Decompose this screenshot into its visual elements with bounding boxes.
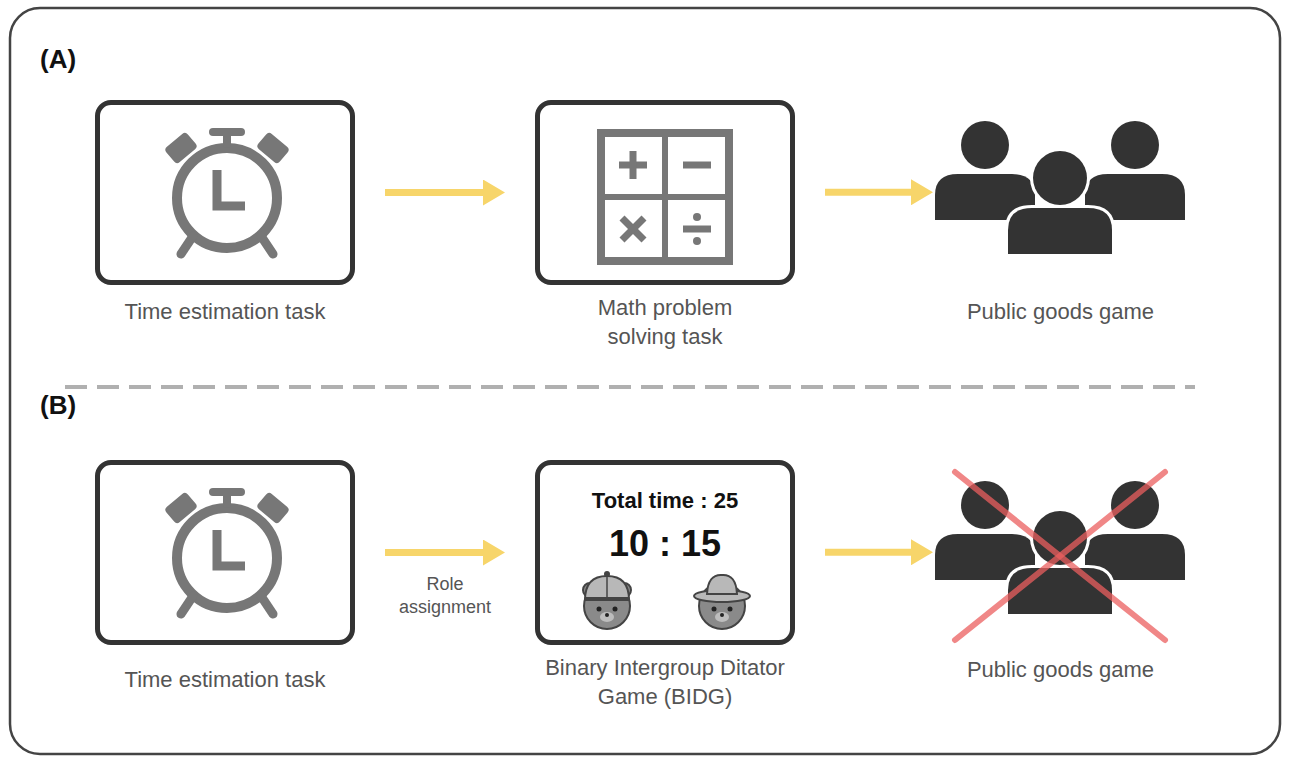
flow-arrow — [385, 189, 483, 196]
node-caption: Time estimation task — [95, 666, 355, 695]
task-box: Time estimation task — [95, 460, 355, 645]
outer-frame — [10, 8, 1280, 754]
node-caption: Public goods game — [941, 656, 1181, 685]
divider-line — [65, 385, 1195, 389]
node-caption: Math problem solving task — [575, 294, 755, 351]
people-icon — [935, 121, 1185, 254]
clock-icon — [164, 131, 290, 254]
panel-label: (A) — [40, 44, 76, 75]
edge-label: Role assignment — [390, 573, 500, 620]
flow-arrow — [385, 549, 483, 556]
flow-arrow — [825, 549, 911, 556]
flow-arrow — [825, 189, 911, 196]
task-box: Time estimation task — [95, 100, 355, 285]
clock-icon — [164, 491, 290, 614]
math-icon — [601, 133, 729, 261]
bear-icon — [583, 571, 631, 629]
node-inner-text: Total time : 25 — [540, 487, 790, 516]
group-icon-node: Public goods game — [963, 128, 1158, 256]
node-caption: Time estimation task — [95, 298, 355, 327]
cross-out-mark — [955, 472, 1165, 640]
node-caption: Public goods game — [941, 298, 1181, 327]
task-box: Math problem solving task — [535, 100, 795, 285]
panel-label: (B) — [40, 390, 76, 421]
node-inner-text: 10 : 15 — [540, 521, 790, 568]
game-box: Total time : 2510 : 15Binary Intergroup … — [535, 460, 795, 645]
people-icon — [935, 481, 1185, 614]
bear-icon — [694, 575, 750, 629]
node-caption: Binary Intergroup Ditator Game (BIDG) — [545, 654, 785, 711]
group-icon-node: Public goods game — [963, 488, 1158, 616]
